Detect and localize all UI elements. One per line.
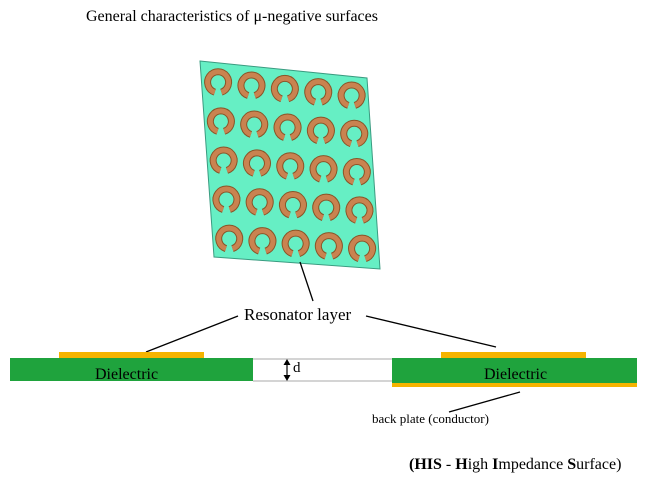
his-h: H xyxy=(455,456,468,473)
split-ring xyxy=(341,120,368,147)
split-ring xyxy=(282,230,309,256)
split-ring xyxy=(313,194,340,220)
split-ring xyxy=(343,159,370,185)
back-plate-conductor xyxy=(392,383,637,387)
split-ring xyxy=(338,82,365,108)
dielectric-slab-right xyxy=(392,358,637,383)
his-mpedance: mpedance xyxy=(498,456,568,473)
split-ring xyxy=(207,108,234,134)
gap-dimension-arrow xyxy=(283,359,291,381)
his-s: S xyxy=(567,456,577,473)
split-ring xyxy=(271,75,298,102)
his-close-paren: ) xyxy=(616,456,622,473)
split-ring xyxy=(238,72,265,98)
split-ring xyxy=(210,147,237,173)
split-ring xyxy=(246,189,273,215)
pointer-line-backplate xyxy=(448,391,521,413)
resonator-strip-right xyxy=(441,352,586,358)
dielectric-left-label: Dielectric xyxy=(95,366,159,383)
his-i: I xyxy=(492,456,499,473)
split-ring xyxy=(213,186,240,212)
his-caption: (HIS - High Impedance Surface) xyxy=(409,457,621,473)
dielectric-slab-left xyxy=(10,358,253,381)
split-ring xyxy=(277,153,304,179)
back-plate-label: back plate (conductor) xyxy=(372,411,489,426)
split-ring xyxy=(279,191,306,218)
split-ring xyxy=(349,235,376,261)
split-ring xyxy=(305,79,332,105)
split-ring xyxy=(205,69,232,95)
split-ring xyxy=(249,228,276,254)
his-urface: urface xyxy=(576,456,617,473)
split-ring xyxy=(274,114,301,140)
split-ring xyxy=(346,197,373,223)
split-ring xyxy=(241,111,268,137)
split-ring xyxy=(216,225,243,251)
split-ring xyxy=(307,117,334,143)
diagram-title: General characteristics of μ-negative su… xyxy=(86,8,378,25)
his-igh: igh xyxy=(467,456,493,473)
resonator-strip-left xyxy=(59,352,204,358)
split-ring xyxy=(243,150,270,176)
pointer-line-left xyxy=(145,315,239,353)
pointer-line-right xyxy=(365,315,497,348)
resonator-layer-label: Resonator layer xyxy=(244,305,352,324)
split-ring-resonator-array xyxy=(204,68,377,262)
his-dash: - xyxy=(441,456,456,473)
his-open-paren: ( xyxy=(409,456,415,473)
dielectric-right-label: Dielectric xyxy=(484,366,548,383)
split-ring xyxy=(310,156,337,182)
his-acronym: HIS xyxy=(414,456,442,473)
gap-thickness-label: d xyxy=(293,360,301,376)
pointer-line-panel xyxy=(299,261,314,302)
split-ring xyxy=(315,233,342,259)
